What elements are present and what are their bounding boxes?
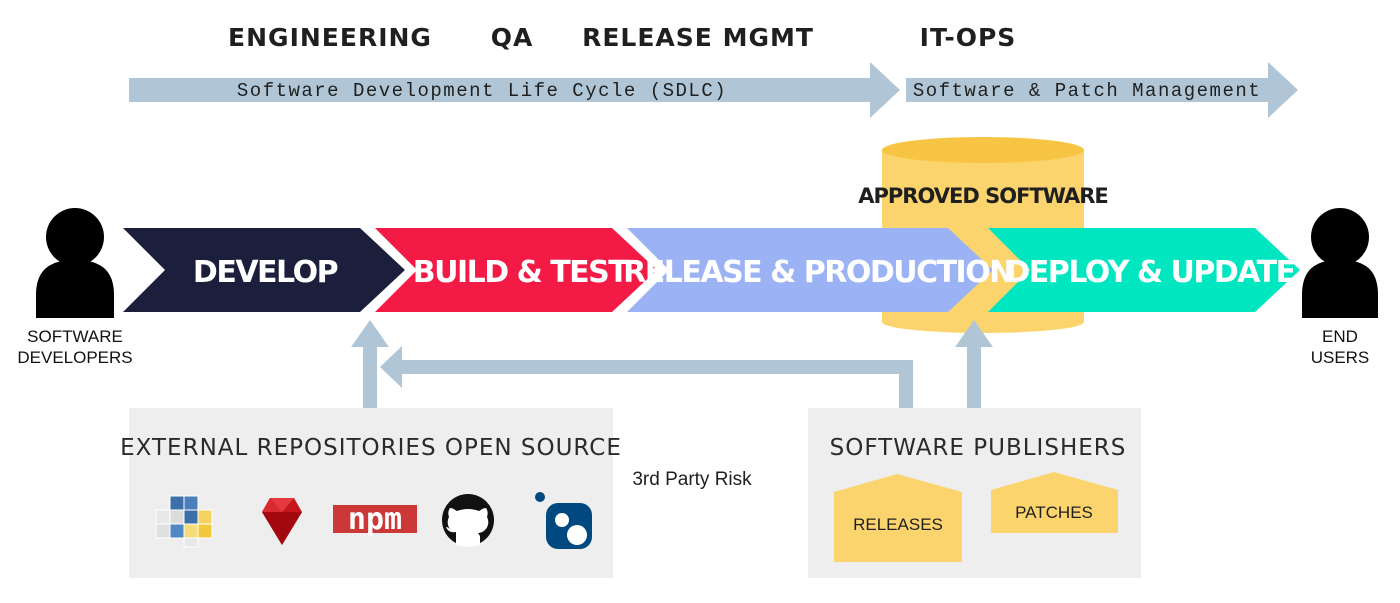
stage-develop <box>123 228 405 312</box>
github-icon <box>442 494 494 547</box>
external-repositories-title: EXTERNAL REPOSITORIES OPEN SOURCE <box>120 435 622 461</box>
releases-tag <box>834 474 962 562</box>
team-it-ops: IT-OPS <box>920 23 1017 52</box>
end-users-label-line2: USERS <box>1311 348 1370 367</box>
external-repositories-box <box>129 408 613 578</box>
stage-deploy-update <box>988 228 1300 312</box>
software-publishers-title: SOFTWARE PUBLISHERS <box>830 435 1127 461</box>
nuget-icon <box>535 492 592 549</box>
repo-to-develop-arrow <box>351 320 389 408</box>
third-party-risk-label: 3rd Party Risk <box>632 469 752 490</box>
approved-software-label: APPROVED SOFTWARE <box>858 184 1107 208</box>
publishers-to-pipeline-arrow <box>380 346 913 408</box>
patches-label: PATCHES <box>1015 503 1093 522</box>
releases-label: RELEASES <box>853 515 943 534</box>
stage-build-test <box>375 228 657 312</box>
ruby-icon <box>262 498 302 545</box>
sdlc-band-arrow <box>129 62 900 118</box>
npm-icon: npm <box>333 502 417 537</box>
team-engineering: ENGINEERING <box>228 23 432 52</box>
patches-tag <box>991 472 1118 533</box>
stage-develop-label: DEVELOP <box>193 255 338 290</box>
stage-release-production <box>627 228 993 312</box>
patch-mgmt-band-arrow <box>906 62 1298 118</box>
python-icon <box>155 495 213 548</box>
publishers-riser <box>899 360 913 408</box>
team-qa: QA <box>491 23 534 52</box>
stage-release-production-label: RELEASE & PRODUCTION <box>623 255 1013 290</box>
stage-deploy-update-label: DEPLOY & UPDATE <box>1005 255 1294 290</box>
developers-label-line2: DEVELOPERS <box>17 348 132 367</box>
cylinder-top <box>882 137 1084 163</box>
patch-mgmt-band-label: Software & Patch Management <box>913 80 1261 102</box>
developers-label-line1: SOFTWARE <box>27 327 123 346</box>
stage-build-test-label: BUILD & TEST <box>413 255 630 290</box>
end-user-person-icon <box>1302 208 1378 318</box>
end-users-label-line1: END <box>1322 327 1358 346</box>
publishers-to-deploy-arrow <box>955 320 993 408</box>
team-release-mgmt: RELEASE MGMT <box>582 23 814 52</box>
cylinder-bottom <box>882 311 1084 333</box>
sdlc-band-label: Software Development Life Cycle (SDLC) <box>237 80 727 102</box>
developer-person-icon <box>36 208 114 318</box>
npm-logo-text: npm <box>348 502 402 537</box>
